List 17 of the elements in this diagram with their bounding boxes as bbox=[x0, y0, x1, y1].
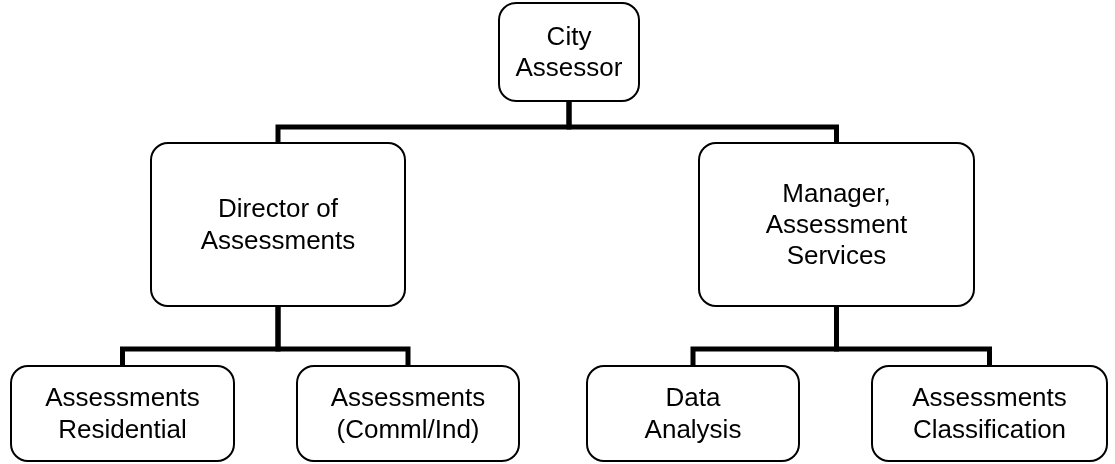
org-box bbox=[10, 365, 235, 462]
connector-line bbox=[834, 307, 992, 365]
org-box bbox=[586, 365, 800, 462]
role-title: Assessments Classification bbox=[911, 382, 1068, 445]
org-box bbox=[498, 2, 640, 102]
org-box bbox=[871, 365, 1108, 462]
org-box bbox=[150, 142, 406, 307]
connector-line bbox=[566, 102, 839, 142]
role-title: Manager, Assessment Services bbox=[764, 177, 909, 272]
role-title: Assessments Residential bbox=[44, 382, 201, 445]
org-box bbox=[296, 365, 520, 462]
connector-line bbox=[275, 307, 411, 365]
org-box bbox=[698, 142, 975, 307]
role-title: Data Analysis bbox=[643, 382, 743, 445]
role-title: City Assessor bbox=[514, 20, 624, 84]
role-title: Assessments (Comml/Ind) bbox=[329, 382, 487, 445]
role-title: Director of Assessments bbox=[199, 193, 357, 256]
